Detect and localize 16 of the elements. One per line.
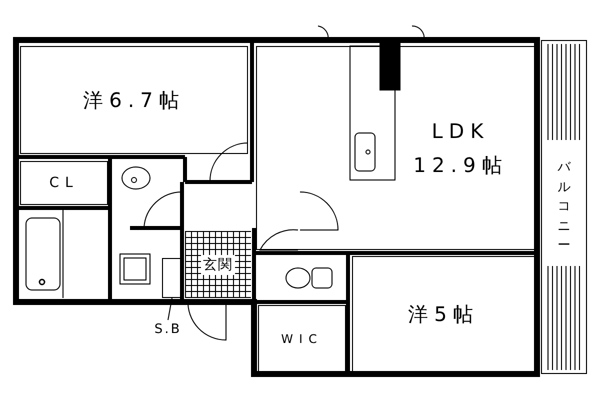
entrance-floor [185,231,251,298]
room-label: 洋5帖 [408,300,479,328]
balcony [541,40,587,374]
leader-line [168,298,172,320]
room-label: LDK 12.9帖 [412,118,509,179]
closet [20,161,108,205]
room [352,256,535,372]
room-label: 玄関 [201,254,235,274]
room-label: WIC [281,332,323,346]
room-label: CL [49,175,79,191]
room [256,46,535,250]
room-label: 洋6.7帖 [83,86,185,114]
closet [258,305,346,372]
room [20,46,248,154]
shoe-cabinet [162,258,182,298]
callout-label: S.B [150,320,186,338]
